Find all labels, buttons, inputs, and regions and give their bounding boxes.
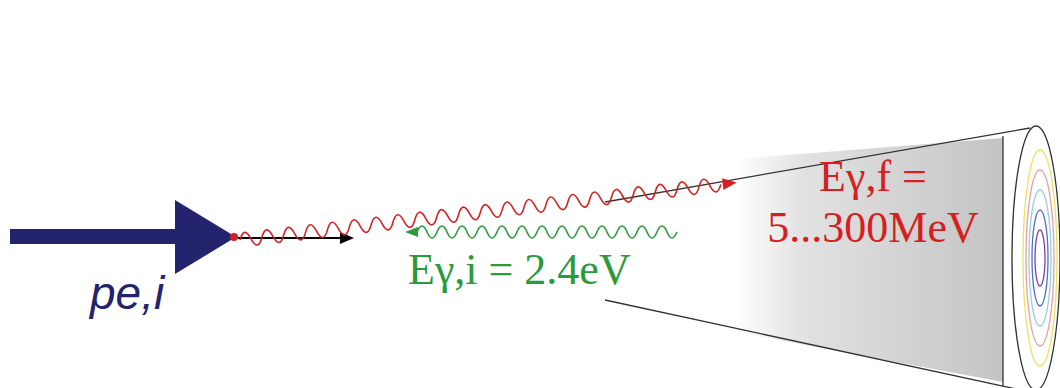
- cone-region: Eγ,f = 5...300MeV: [761, 152, 985, 253]
- photon-arrowhead: [405, 227, 418, 237]
- ring: [1023, 150, 1057, 366]
- detector-ellipse: [1012, 126, 1060, 388]
- incident-photon: [405, 226, 677, 238]
- velocity-arrow: [238, 237, 342, 239]
- cone-edge: [605, 300, 1030, 388]
- photon-wave: [239, 177, 721, 247]
- momentum-label: pe,i: [90, 268, 164, 319]
- electron-dot: [230, 233, 238, 241]
- photon-wave: [417, 226, 677, 238]
- ring: [1035, 230, 1045, 286]
- scattered-photon: [239, 176, 737, 247]
- ring: [1029, 190, 1051, 326]
- momentum-arrow-shaft: [10, 229, 180, 244]
- momentum-arrow-head: [175, 200, 236, 274]
- cone-shading: [735, 138, 1003, 382]
- ring: [1026, 170, 1054, 346]
- incident-energy-label: Eγ,i = 2.4eV: [408, 246, 631, 294]
- photon-arrowhead: [722, 177, 737, 191]
- ring: [1032, 210, 1048, 306]
- cone-edge: [605, 128, 1030, 202]
- energy-text: Eγ,f = 5...300MeV: [761, 152, 985, 253]
- cone-end-line: [1002, 136, 1003, 386]
